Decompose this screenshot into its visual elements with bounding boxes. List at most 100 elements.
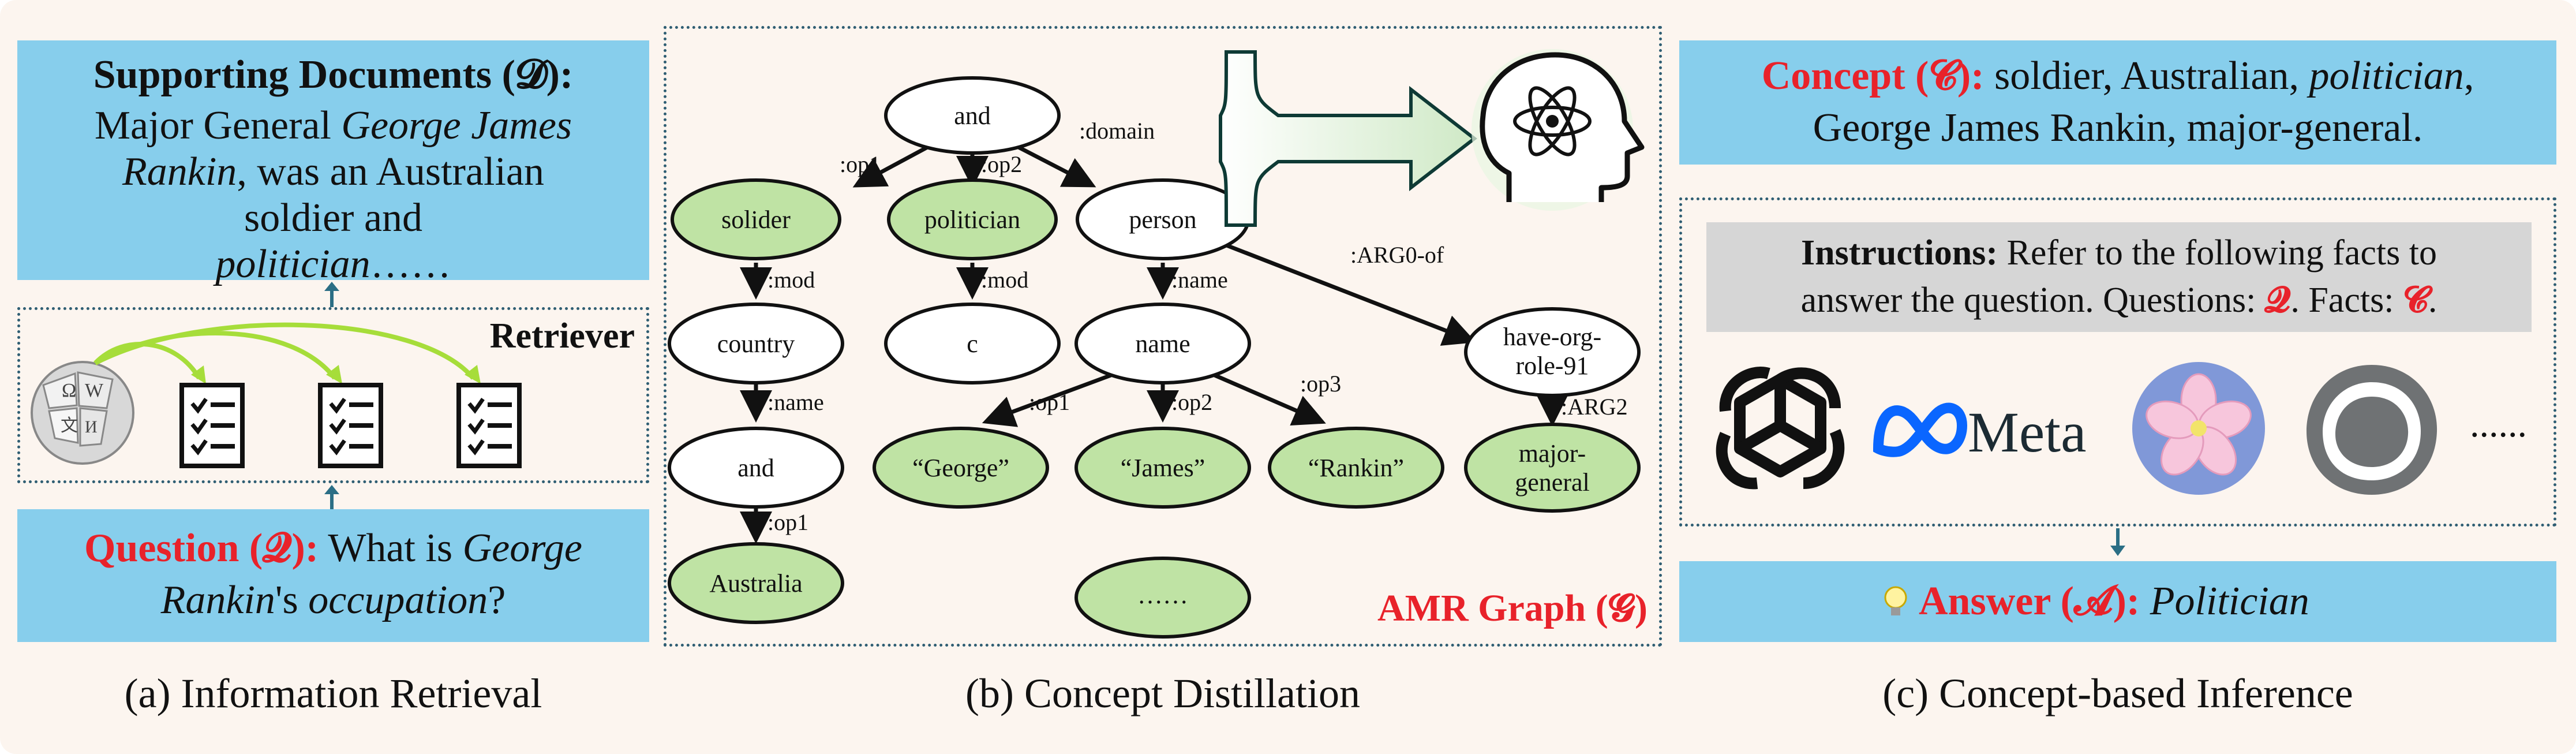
amr-graph-panel: :op1 :op2 :domain :mod :mod :name :ARG0-… (664, 26, 1662, 647)
wikipedia-globe-icon: Ω W 文 И (31, 361, 134, 465)
node-and-country: and (668, 427, 844, 509)
flower-logo-icon (2132, 362, 2265, 495)
question-title: Question (𝓠): (84, 526, 319, 570)
edge-label: :op2 (981, 151, 1022, 177)
question-text-line2: Rankin's occupation? (160, 578, 506, 622)
svg-text:“James”: “James” (1121, 454, 1205, 482)
instructions-line2: answer the question. Questions: 𝓠. Facts… (1800, 281, 2438, 320)
supporting-documents-line: politician…… (215, 242, 451, 286)
question-text-line1: Question (𝓠): What is George (84, 526, 582, 570)
more-models-ellipsis: ...... (2470, 403, 2527, 445)
svg-text:……: …… (1137, 581, 1188, 609)
svg-text:and: and (737, 454, 774, 482)
document-icon (318, 383, 383, 468)
svg-text:W: W (85, 380, 104, 401)
node-have-org-role-91: have-org- role-91 (1464, 307, 1641, 397)
edge-label: :ARG2 (1561, 394, 1628, 420)
svg-text:Australia: Australia (709, 569, 802, 598)
answer-text: Answer (𝓐): Politician (1919, 578, 2309, 625)
arrow-up-to-docs (324, 282, 339, 307)
svg-text:politician: politician (924, 206, 1020, 234)
distillation-arrow-icon (1219, 50, 1477, 227)
node-c: c (884, 303, 1061, 385)
edge-arg0-of (1211, 237, 1477, 346)
caption-b: (b) Concept Distillation (965, 670, 1360, 716)
openai-logo-icon (1716, 367, 1845, 490)
svg-text:person: person (1129, 206, 1196, 234)
retriever-box: Retriever Ω W 文 И (17, 307, 649, 483)
edge-label: :op3 (1300, 371, 1341, 397)
caption-a: (a) Information Retrieval (124, 670, 542, 716)
instructions-line1: Instructions: Refer to the following fac… (1800, 233, 2438, 273)
edge-op1-b (982, 373, 1112, 427)
svg-text:solider: solider (721, 206, 791, 234)
document-icon (456, 383, 522, 468)
edge-op1 (852, 145, 928, 188)
svg-text:Ω: Ω (62, 380, 76, 401)
document-icon (179, 383, 245, 468)
lightbulb-icon (1884, 586, 1907, 615)
edge-label: :op1 (767, 509, 808, 535)
svg-text:country: country (717, 330, 795, 358)
svg-text:role-91: role-91 (1515, 352, 1589, 380)
node-country: country (668, 303, 844, 385)
svg-text:“George”: “George” (912, 454, 1009, 482)
supporting-documents-line: soldier and (244, 196, 423, 240)
svg-text:c: c (967, 330, 978, 358)
answer-title: Answer (𝓐): (1919, 579, 2140, 624)
node-rankin: “Rankin” (1268, 427, 1444, 509)
supporting-documents-line: Major General George James (94, 103, 572, 148)
supporting-documents-title: Supporting Documents (𝓓): (93, 53, 574, 97)
retriever-label: Retriever (489, 316, 635, 356)
node-solider: solider (671, 178, 841, 260)
arrow-down-to-answer (2110, 528, 2125, 556)
edge-label: :op2 (1171, 389, 1212, 415)
supporting-documents-line: Rankin, was an Australian (122, 150, 544, 194)
edge-op3-b (1214, 373, 1326, 425)
node-and-root: and (884, 76, 1061, 155)
svg-text:have-org-: have-org- (1503, 323, 1601, 351)
node-james: “James” (1074, 427, 1251, 509)
node-george: “George” (873, 427, 1049, 509)
answer-value: Politician (2150, 579, 2309, 624)
inference-box: Instructions: Refer to the following fac… (1679, 197, 2556, 527)
amr-graph-label: AMR Graph (𝓖) (1377, 587, 1648, 629)
concept-box: Concept (𝓒): soldier, Australian, politi… (1679, 40, 2556, 165)
svg-text:and: and (954, 102, 991, 130)
svg-text:major-: major- (1519, 439, 1586, 468)
edge-label: :name (767, 389, 824, 415)
edge-label: :mod (767, 267, 815, 293)
edge-label: :op1 (1029, 389, 1070, 415)
node-person: person (1076, 178, 1250, 260)
node-major-general: major- general (1464, 423, 1641, 513)
node-politician: politician (887, 178, 1058, 260)
arrow-up-to-retriever (324, 485, 339, 510)
edge-label: :mod (981, 267, 1028, 293)
node-name: name (1074, 303, 1251, 385)
question-box: Question (𝓠): What is George Rankin's oc… (17, 509, 649, 642)
edge-domain (1017, 145, 1096, 188)
instructions-box: Instructions: Refer to the following fac… (1706, 222, 2532, 332)
concept-line2: George James Rankin, major-general. (1813, 106, 2423, 150)
edge-label: :domain (1079, 118, 1155, 144)
svg-text:general: general (1515, 468, 1589, 497)
svg-text:И: И (85, 417, 98, 436)
retriever-graphics: Ω W 文 И (31, 322, 481, 465)
gray-ring-logo-icon (2307, 365, 2438, 495)
svg-text:文: 文 (61, 416, 78, 435)
caption-c: (c) Concept-based Inference (1882, 670, 2353, 716)
node-ellipsis: …… (1074, 557, 1251, 639)
amr-graph: :op1 :op2 :domain :mod :mod :name :ARG0-… (668, 49, 1648, 639)
edge-label: :name (1171, 267, 1228, 293)
ai-head-icon (1472, 49, 1645, 211)
meta-logo-icon: Meta (1873, 400, 2086, 464)
supporting-documents-box: Supporting Documents (𝓓): Major General … (17, 40, 649, 286)
concept-title: Concept (𝓒): (1761, 54, 1985, 98)
svg-text:name: name (1135, 330, 1190, 358)
node-australia: Australia (668, 542, 844, 624)
meta-label: Meta (1968, 400, 2086, 464)
edge-label: :ARG0-of (1350, 242, 1444, 268)
edge-label: :op1 (840, 151, 881, 177)
